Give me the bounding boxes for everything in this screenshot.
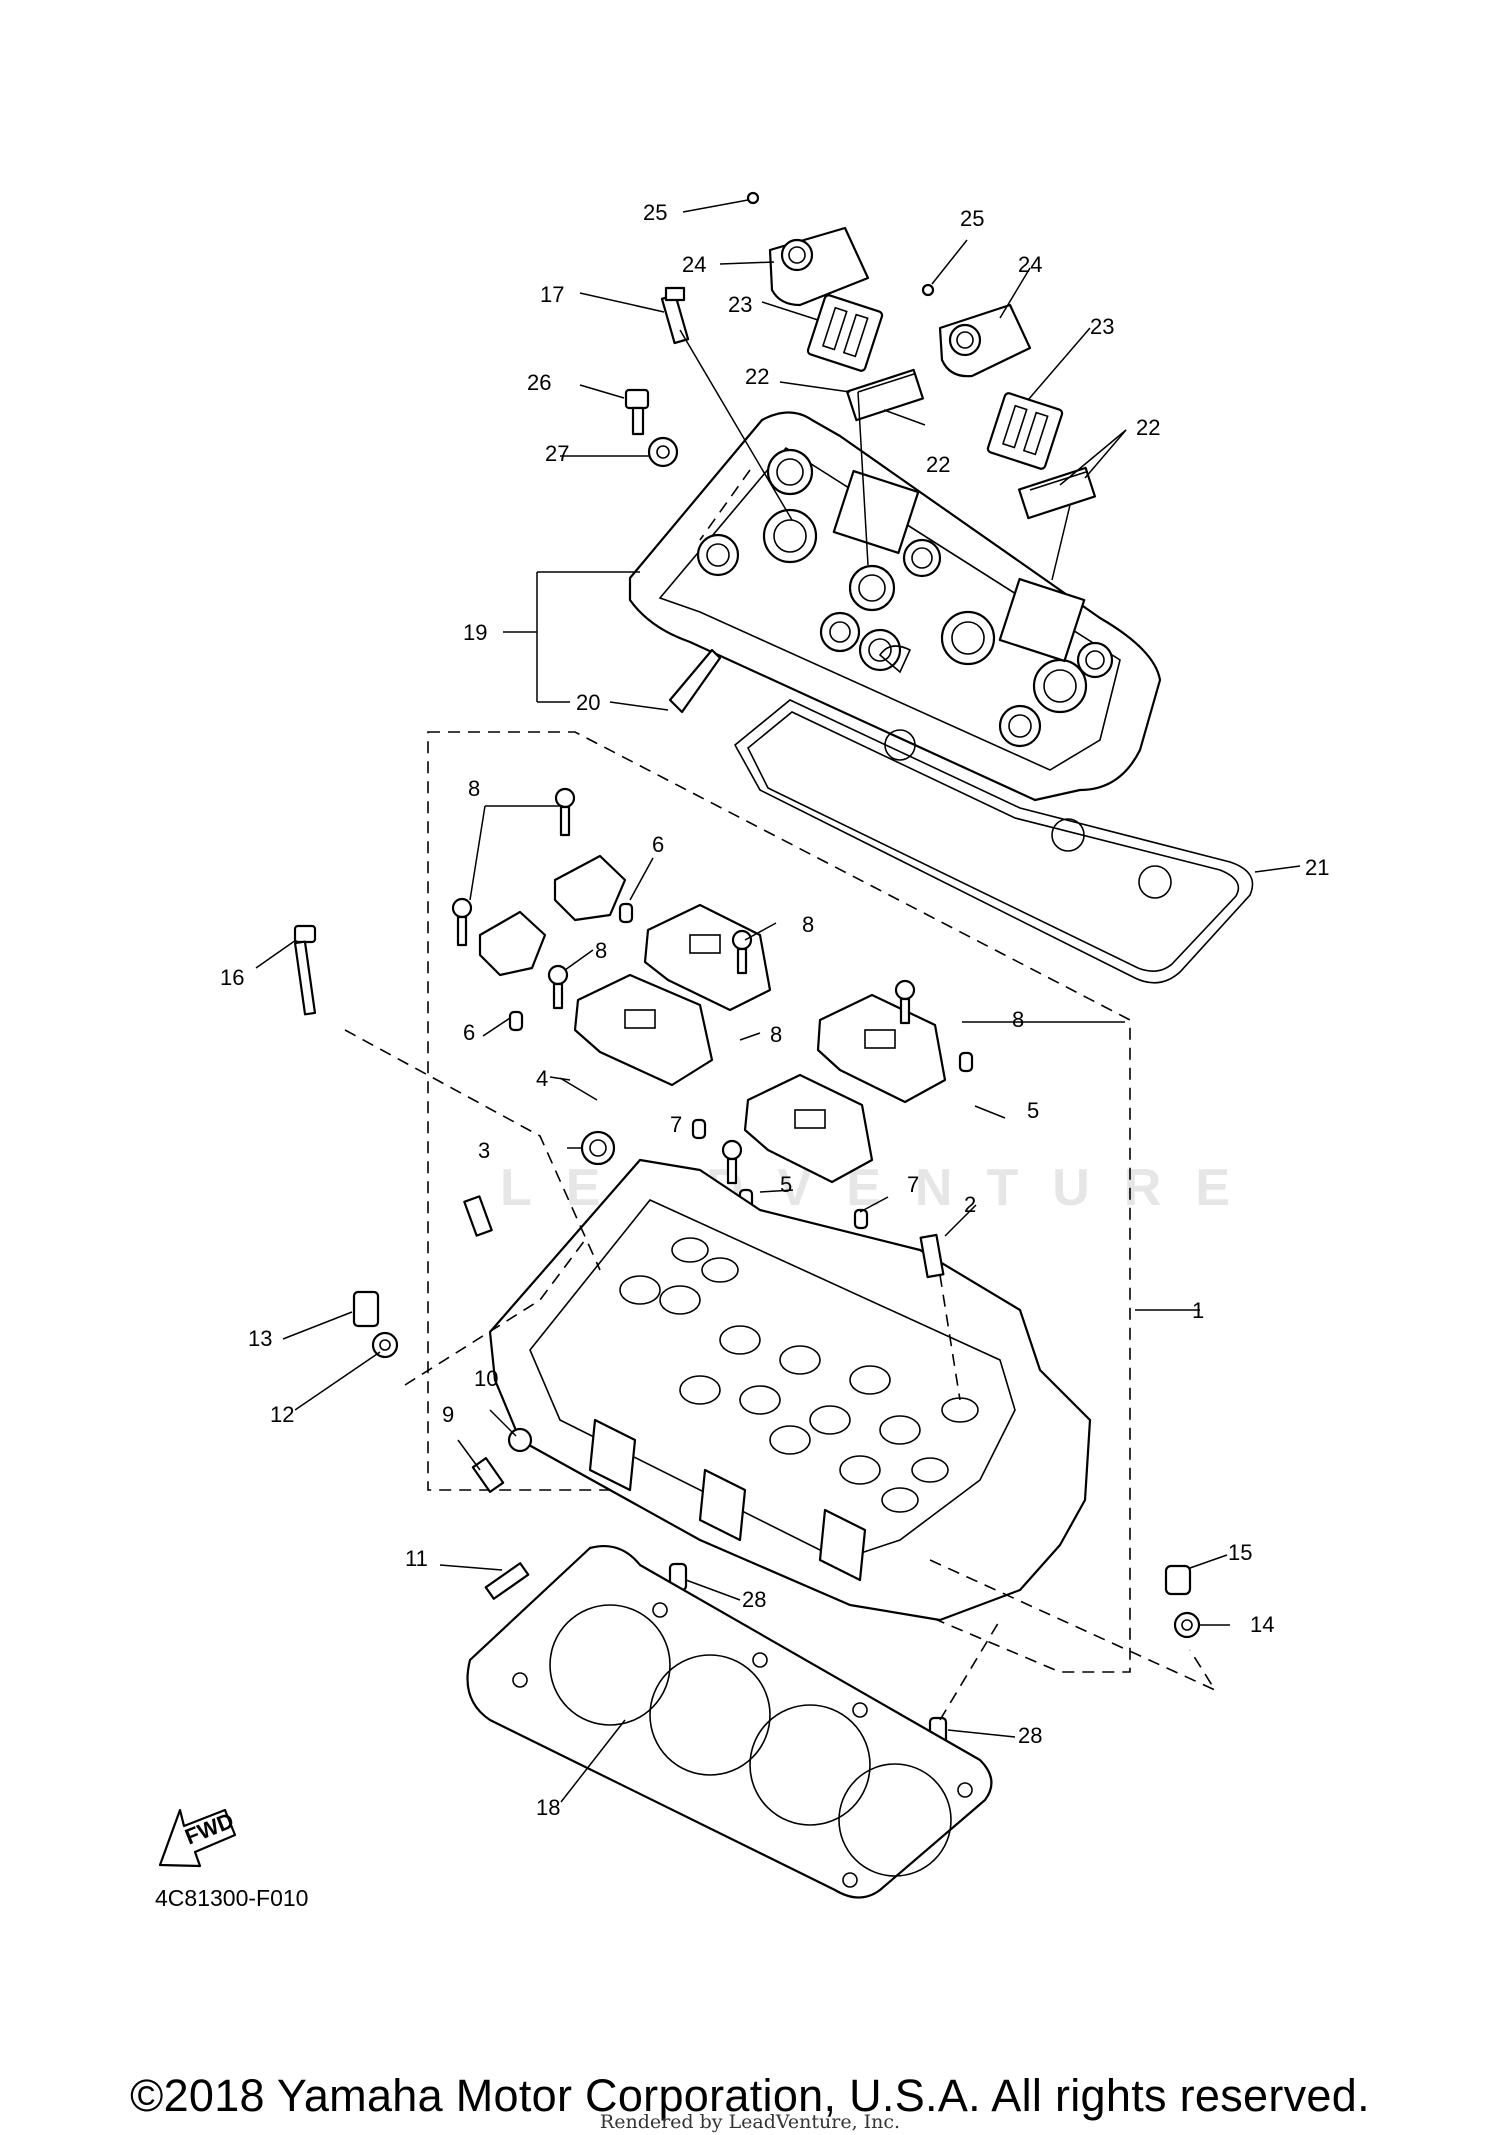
callout-23b: 23 xyxy=(1090,314,1114,339)
spark-plug xyxy=(660,286,690,345)
callout-15: 15 xyxy=(1228,1540,1252,1565)
callout-10: 10 xyxy=(474,1366,498,1391)
cover-bolt xyxy=(624,388,650,436)
callout-24a: 24 xyxy=(682,252,706,277)
assembly-boundary-outline xyxy=(427,731,1131,1673)
reed-plate-left xyxy=(806,294,884,372)
cylinder-head-cover xyxy=(628,411,1162,802)
callout-22c: 22 xyxy=(1136,415,1160,440)
plug-4 xyxy=(580,1130,616,1166)
callout-28b: 28 xyxy=(1018,1723,1042,1748)
copyright-notice: ©2018 Yamaha Motor Corporation, U.S.A. A… xyxy=(130,2070,1370,2121)
reed-valve-left xyxy=(845,368,925,422)
callout-8e: 8 xyxy=(770,1022,782,1047)
callout-19: 19 xyxy=(463,620,487,645)
cover-washer xyxy=(647,436,679,468)
callout-5a: 5 xyxy=(1027,1098,1039,1123)
callout-16: 16 xyxy=(220,965,244,990)
callout-21: 21 xyxy=(1305,855,1329,880)
bolt-9 xyxy=(471,1457,505,1493)
figure-code: 4C81300-F010 xyxy=(155,1885,309,1911)
small-screw-right xyxy=(921,283,935,297)
callout-25a: 25 xyxy=(643,200,667,225)
callout-8d: 8 xyxy=(1012,1007,1024,1032)
leader-lines xyxy=(255,199,1301,1803)
cover-gasket xyxy=(733,699,1254,984)
stud-2 xyxy=(919,1233,945,1279)
camshaft-caps xyxy=(451,787,974,1230)
reference-lines xyxy=(344,469,1218,1721)
small-screw-top xyxy=(746,191,760,205)
callout-3: 3 xyxy=(478,1138,490,1163)
cylinder-head xyxy=(488,1158,1092,1622)
breather-cover-right xyxy=(938,303,1032,378)
callout-18: 18 xyxy=(536,1795,560,1820)
callout-22a: 22 xyxy=(745,364,769,389)
callout-27: 27 xyxy=(545,441,569,466)
callout-25b: 25 xyxy=(960,206,984,231)
callout-8a: 8 xyxy=(468,776,480,801)
reed-plate-right xyxy=(986,392,1064,470)
callout-24b: 24 xyxy=(1018,252,1042,277)
breather-cover-left xyxy=(768,226,870,307)
callout-26: 26 xyxy=(527,370,551,395)
plug-15 xyxy=(1164,1564,1192,1596)
callout-17: 17 xyxy=(540,282,564,307)
stud-3 xyxy=(463,1195,493,1237)
oil-plug-13 xyxy=(352,1290,380,1328)
forward-arrow-icon xyxy=(158,1808,237,1868)
callout-22b: 22 xyxy=(926,452,950,477)
callout-8b: 8 xyxy=(802,912,814,937)
callout-2: 2 xyxy=(964,1192,976,1217)
callout-6a: 6 xyxy=(652,832,664,857)
head-gasket xyxy=(466,1544,993,1899)
callout-20: 20 xyxy=(576,690,600,715)
head-bolt xyxy=(293,924,317,1016)
callout-6b: 6 xyxy=(463,1020,475,1045)
callout-23a: 23 xyxy=(728,292,752,317)
cover-bracket xyxy=(668,648,722,714)
callout-7b: 7 xyxy=(907,1172,919,1197)
callout-12: 12 xyxy=(270,1402,294,1427)
callout-5b: 5 xyxy=(780,1172,792,1197)
stud-11 xyxy=(484,1562,530,1600)
callout-14: 14 xyxy=(1250,1612,1274,1637)
callout-4: 4 xyxy=(536,1066,548,1091)
callout-labels: 25 24 25 24 17 23 23 26 22 22 27 22 19 2… xyxy=(220,200,1329,1820)
callout-28a: 28 xyxy=(742,1587,766,1612)
callout-9: 9 xyxy=(442,1402,454,1427)
washer-12 xyxy=(371,1331,399,1359)
reed-valve-right xyxy=(1017,466,1097,520)
callout-7a: 7 xyxy=(670,1112,682,1137)
callout-11: 11 xyxy=(405,1546,428,1571)
callout-1: 1 xyxy=(1192,1298,1204,1323)
callout-8c: 8 xyxy=(595,938,607,963)
washer-14 xyxy=(1173,1611,1201,1639)
callout-13: 13 xyxy=(248,1326,272,1351)
rendered-by-note: Rendered by LeadVenture, Inc. xyxy=(599,2111,901,2133)
